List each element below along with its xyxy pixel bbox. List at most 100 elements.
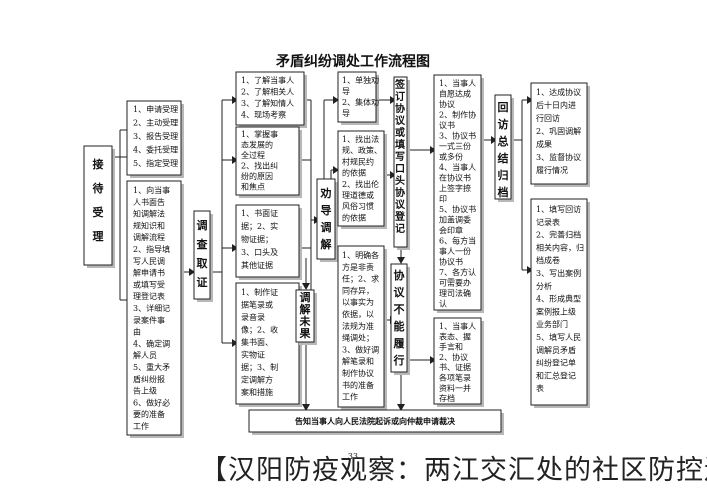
text-line: 案例报上级 [536, 306, 576, 316]
text-line: 会印章 [439, 225, 463, 235]
text-line: 3、协议书 [439, 131, 476, 141]
text-line: 依据，以 [342, 309, 374, 319]
node-clarify-text: 1、明确各方是非责任；2、求同存异，以事实为依据，以法规为准绳调处；3、做好调解… [342, 250, 379, 402]
text-line: 和汇总登记 [536, 370, 576, 380]
node-bottom-text: 告知当事人向人民法院起诉或向仲裁申请裁决 [295, 416, 456, 426]
text-line: 1、明确各 [342, 250, 379, 260]
text-glyph: 未 [299, 314, 312, 328]
text-glyph: 查 [197, 237, 208, 251]
text-line: 1、当事人 [439, 78, 476, 88]
text-line: 3、写出案例 [536, 268, 581, 278]
text-line: 4、委托受理 [133, 145, 178, 155]
text-line: 3、口头及 [241, 247, 278, 257]
text-glyph: 档 [498, 185, 509, 199]
text-line: 调解流程 [133, 232, 165, 242]
text-line: 3、做好调 [342, 344, 379, 354]
text-line: 1、制作证 [241, 287, 278, 297]
text-line: 印 [439, 195, 447, 204]
text-line: 风俗习惯 [342, 201, 374, 211]
text-line: 1、申请受理 [133, 104, 178, 114]
text-line: 履行情况 [536, 165, 568, 175]
node-huifang-label: 回访总结归档 [497, 100, 509, 199]
text-line: 录案件事 [133, 315, 165, 325]
node-evidence-text: 1、书面证据；2、实物证据；3、口头及其他证据 [241, 208, 278, 270]
text-line: 态发展的 [241, 140, 273, 150]
text-line: 据；2、实 [241, 221, 278, 231]
text-line: 5、重大矛 [133, 362, 170, 372]
text-line: 盾纠纷报 [133, 374, 165, 384]
text-glyph: 取 [197, 257, 208, 270]
caption-text: 【汉阳防疫观察：两江交汇处的社区防控逻辑 [200, 455, 707, 486]
text-line: 资料一并 [439, 383, 471, 393]
text-glyph: 议 [395, 114, 406, 127]
text-line: 2、集体劝 [342, 97, 379, 107]
text-line: 4、确定调 [133, 338, 170, 348]
text-line: 要的准备 [133, 409, 165, 419]
text-glyph: 证 [197, 276, 208, 289]
text-glyph: 口 [395, 164, 405, 175]
text-line: 1、了解当事人 [241, 75, 294, 85]
text-line: 上签字捺 [439, 183, 471, 193]
text-line: 同存异， [342, 285, 374, 295]
text-line: 存档 [439, 393, 455, 403]
node-clarify: 1、明确各方是非责任；2、求同存异，以事实为依据，以法规为准绳调处；3、做好调解… [337, 245, 387, 410]
text-line: 可需要办 [439, 278, 471, 288]
text-glyph: 能 [394, 319, 405, 333]
text-line: 议书 [439, 120, 455, 130]
text-line: 7、各方认 [439, 267, 476, 277]
text-glyph: 写 [395, 151, 405, 163]
node-diaocha-label: 调查取证 [197, 218, 208, 289]
text-line: 的依据 [342, 212, 366, 222]
text-line: 3、了解知情人 [241, 98, 294, 108]
text-glyph: 协 [394, 268, 405, 282]
text-line: 书、证据 [439, 362, 471, 372]
node-record: 1、制作证据笔录或录音录像；2、收集书面、实物证据；3、制定调解方案和措施 [235, 282, 302, 407]
text-glyph: 协 [395, 186, 405, 199]
text-line: 3、详细记 [133, 303, 170, 313]
text-glyph: 订 [395, 90, 405, 103]
text-glyph: 果 [299, 327, 311, 340]
text-glyph: 头 [395, 174, 405, 187]
text-line: 1、向当事 [133, 185, 170, 195]
text-glyph: 待 [92, 181, 104, 195]
node-buneng: 协议不能履行 [390, 263, 410, 375]
text-line: 2、完善归档 [536, 230, 581, 240]
text-glyph: 接 [93, 157, 104, 171]
text-line: 表 [536, 383, 544, 393]
text-line: 书的准备 [342, 380, 374, 390]
text-line: 1、掌握事 [241, 129, 278, 139]
text-line: 1、找出法 [342, 134, 379, 144]
text-line: 案和措施 [241, 387, 273, 397]
text-line: 5、填写人民 [536, 332, 581, 342]
text-line: 6、做好必 [133, 397, 170, 407]
node-buneng-label: 协议不能履行 [393, 268, 406, 367]
text-line: 解笔录和 [342, 356, 374, 366]
node-jieda-label: 接待受理 [92, 157, 104, 243]
text-line: 成果 [536, 139, 552, 149]
text-glyph: 协 [395, 102, 405, 115]
text-glyph: 议 [394, 285, 406, 299]
text-glyph: 履 [394, 337, 406, 350]
text-glyph: 登 [394, 210, 406, 223]
node-record-text: 1、制作证据笔录或录音录像；2、收集书面、实物证据；3、制定调解方案和措施 [241, 287, 278, 397]
text-glyph: 或 [395, 126, 405, 139]
text-glyph: 理 [93, 230, 104, 243]
node-quandao: 劝导调解 [316, 178, 338, 262]
text-glyph: 受 [93, 205, 104, 219]
text-line: 解人员 [133, 350, 157, 360]
text-glyph: 解 [321, 237, 332, 251]
text-line: 理道德或 [342, 190, 374, 200]
